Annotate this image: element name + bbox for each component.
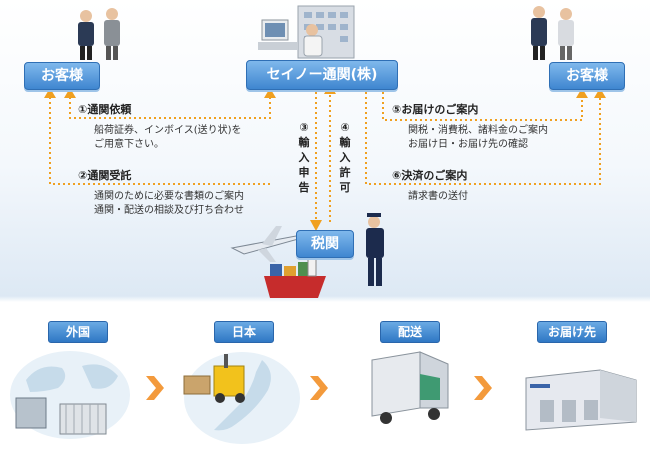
connector-step6 [365, 92, 601, 185]
arrowhead-seino-1 [264, 88, 276, 98]
node-customs: 税関 [296, 230, 354, 258]
step4-vertical-label: ④ 輸 入 許 可 [338, 120, 352, 195]
step4-char1: 輸 [339, 136, 351, 149]
step3-char3: 申 [298, 166, 310, 179]
step1-title: ①通関依頼 [78, 103, 132, 116]
step3-char1: 輸 [298, 136, 310, 149]
step4-char2: 入 [339, 151, 351, 164]
step4-char3: 許 [339, 166, 351, 179]
step6-title: ⑥決済のご案内 [392, 169, 468, 182]
customs-officer-icon [366, 213, 384, 286]
section-divider [0, 296, 650, 302]
step4-char4: 可 [339, 181, 351, 194]
step3-vertical-label: ③ 輸 入 申 告 [297, 120, 311, 195]
arrowhead-step5 [576, 88, 588, 98]
flow-label-japan: 日本 [214, 321, 274, 343]
cargo-ship-icon [264, 253, 326, 298]
flow-chevron-1 [146, 376, 164, 400]
step3-char4: 告 [298, 181, 310, 194]
customer-right-figures-icon [531, 6, 574, 60]
office-building-icon [258, 5, 355, 59]
connector-step1 [69, 92, 271, 119]
node-seino-tsukan: セイノー通関(株) [246, 60, 398, 90]
arrowhead-step1 [64, 88, 76, 98]
arrowhead-step2 [44, 88, 56, 98]
step5-line1: 関税・消費税、諸料金のご案内 [408, 125, 548, 136]
flow-label-delivery: 配送 [380, 321, 440, 343]
flow-chevron-3 [474, 376, 492, 400]
step1-line2: ご用意下さい。 [94, 139, 164, 150]
step6-line1: 請求書の送付 [408, 191, 468, 202]
step3-char2: 入 [298, 151, 310, 164]
delivery-truck-icon [371, 351, 449, 424]
arrowhead-step6 [594, 88, 606, 98]
flow-chevron-2 [310, 376, 328, 400]
connector-step2 [49, 96, 270, 185]
flow-label-destination: お届け先 [537, 321, 607, 343]
japan-map-forklift-icon [183, 352, 300, 444]
warehouse-building-icon [525, 369, 637, 431]
flow-label-overseas: 外国 [48, 321, 108, 343]
step2-line1: 通関のために必要な書類のご案内 [94, 191, 244, 202]
world-map-icon [10, 351, 130, 439]
step5-title: ⑤お届けのご案内 [392, 103, 479, 116]
step2-line2: 通関・配送の相談及び打ち合わせ [94, 205, 244, 216]
step2-title: ②通関受託 [78, 169, 132, 182]
step5-line2: お届け日・お届け先の確認 [408, 139, 528, 150]
arrowhead-step3 [310, 220, 322, 231]
node-customer-right: お客様 [549, 62, 625, 90]
customer-left-figures-icon [78, 8, 120, 60]
step1-line1: 船荷証券、インボイス(送り状)を [94, 125, 242, 136]
step3-number: ③ [299, 121, 309, 134]
node-customer-left: お客様 [24, 62, 100, 90]
step4-number: ④ [340, 121, 350, 134]
